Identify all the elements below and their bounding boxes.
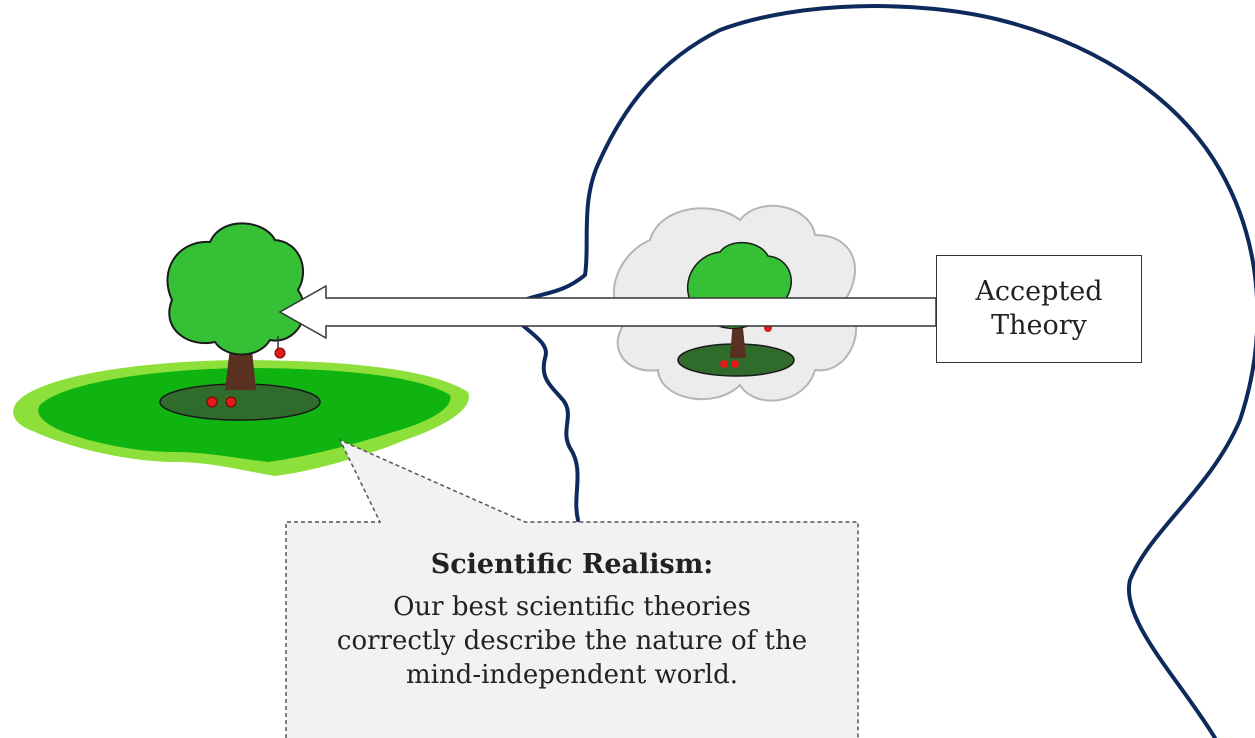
falling-apple: [274, 347, 286, 359]
callout-text: Scientific Realism: Our best scientific …: [286, 548, 858, 692]
arrow-left-icon: [278, 284, 937, 340]
callout-bubble: [285, 438, 859, 738]
callout-line-3: mind-independent world.: [405, 660, 739, 690]
callout-line-1: Our best scientific theories: [393, 592, 751, 622]
callout-line-2: correctly describe the nature of the: [336, 626, 808, 656]
tree-icon: [166, 222, 306, 408]
callout-body: Our best scientific theories correctly d…: [286, 590, 858, 692]
accepted-theory-box: Accepted Theory: [936, 255, 1142, 363]
theory-box-line1: Accepted: [975, 276, 1103, 307]
head-silhouette-icon: [508, 4, 1255, 738]
theory-box-line2: Theory: [991, 310, 1087, 341]
callout-title: Scientific Realism:: [430, 549, 714, 580]
